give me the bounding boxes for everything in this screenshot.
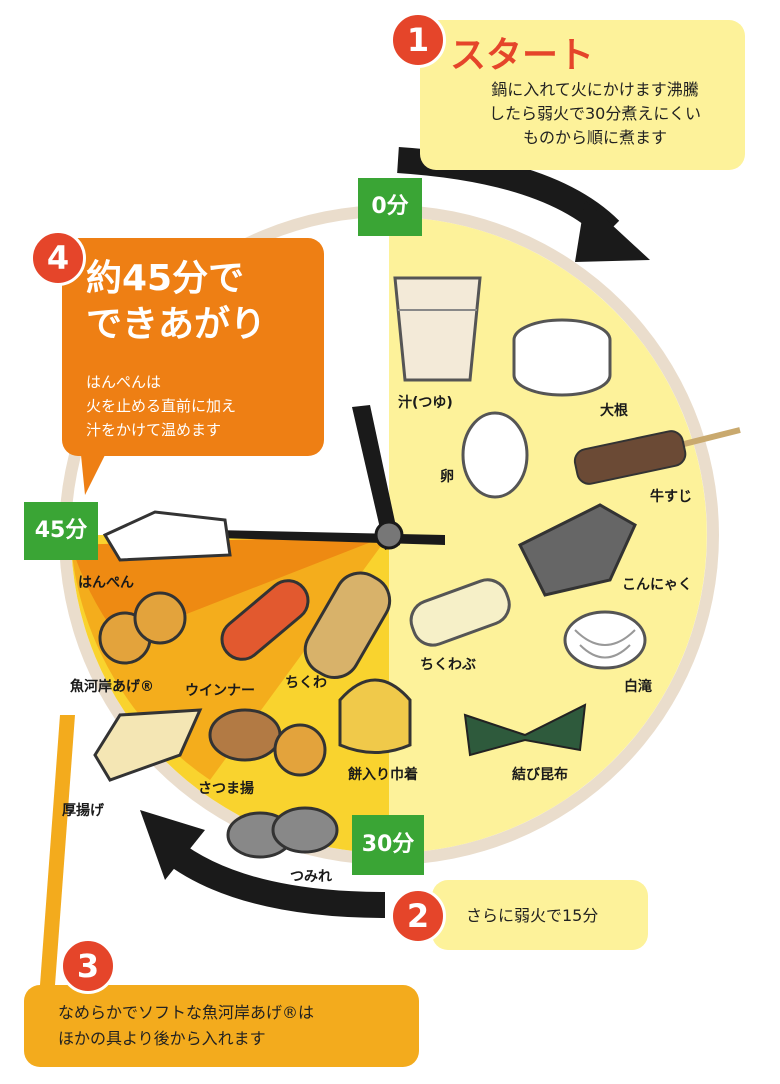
step4-card: 約45分で できあがり はんぺんは 火を止める直前に加え 汁をかけて温めます: [62, 238, 324, 456]
tsumire-icon: [226, 806, 339, 859]
label-musubikonbu: 結び昆布: [512, 767, 568, 783]
step4-description: はんぺんは 火を止める直前に加え 汁をかけて温めます: [86, 370, 236, 442]
step4-title-line: できあがり: [86, 304, 267, 345]
step4-number-badge: 4: [30, 230, 86, 286]
step1-line: 鍋に入れて火にかけます沸騰: [491, 80, 699, 99]
shiru-icon: [393, 276, 482, 382]
satsumaage-icon: [208, 708, 327, 777]
time-mark-30: 30分: [352, 815, 424, 875]
step3-line: ほかの具より後から入れます: [58, 1029, 266, 1048]
step4-pointer: [80, 445, 110, 495]
arrow-step2: [161, 839, 386, 918]
arrow-step2-head: [140, 810, 205, 880]
label-chikuwabu: ちくわぶ: [420, 657, 476, 673]
label-chikuwa: ちくわ: [285, 675, 327, 691]
step4-title: 約45分で できあがり: [86, 256, 266, 348]
musubikonbu-icon: [463, 703, 587, 757]
label-konnyaku: こんにゃく: [622, 577, 692, 593]
label-mochikinchaku: 餅入り巾着: [348, 767, 418, 783]
label-atsuage: 厚揚げ: [62, 803, 104, 819]
step3-description: なめらかでソフトな魚河岸あげ®は ほかの具より後から入れます: [58, 1000, 314, 1052]
step1-card: スタート 鍋に入れて火にかけます沸騰 したら弱火で30分煮えにくい ものから順に…: [420, 20, 745, 170]
step3-line: なめらかでソフトな魚河岸あげ®は: [58, 1003, 315, 1022]
atsuage-icon: [93, 708, 203, 782]
step1-line: ものから順に煮ます: [522, 128, 667, 147]
step1-title: スタート: [450, 35, 595, 76]
daikon-icon: [512, 318, 612, 397]
step2-number-badge: 2: [390, 888, 446, 944]
step4-title-line: 約45分で: [86, 258, 245, 299]
konnyaku-icon: [517, 503, 637, 597]
winner-icon: [220, 579, 310, 661]
step3-card: なめらかでソフトな魚河岸あげ®は ほかの具より後から入れます: [24, 985, 419, 1067]
label-tsumire: つみれ: [290, 869, 332, 885]
tamago-icon: [461, 411, 529, 499]
step1-number-badge: 1: [390, 12, 446, 68]
label-hanpen: はんぺん: [78, 575, 134, 591]
uogashiage-icon: [98, 591, 187, 665]
label-tamago: 卵: [440, 469, 454, 485]
arrow-start-head: [575, 200, 650, 262]
step1-description: 鍋に入れて火にかけます沸騰 したら弱火で30分煮えにくい ものから順に煮ます: [450, 78, 740, 150]
label-gyusuji: 牛すじ: [650, 489, 692, 505]
label-uogashiage: 魚河岸あげ®: [70, 679, 154, 695]
shirataki-icon: [563, 610, 647, 670]
step4-line: 汁をかけて温めます: [86, 421, 222, 439]
label-winner: ウインナー: [185, 683, 255, 699]
chikuwabu-icon: [409, 578, 511, 647]
step2-text: さらに弱火で15分: [466, 906, 599, 925]
step4-line: はんぺんは: [86, 373, 162, 391]
label-daikon: 大根: [600, 403, 628, 419]
label-shirataki: 白滝: [624, 679, 652, 695]
clock-hand-long: [352, 405, 400, 550]
label-shiru: 汁(つゆ): [398, 395, 453, 411]
step1-line: したら弱火で30分煮えにくい: [488, 104, 702, 123]
step3-number-badge: 3: [60, 938, 116, 994]
mochikinchaku-icon: [338, 678, 412, 754]
label-satsumaage: さつま揚: [198, 781, 254, 797]
gyusuji-icon: [573, 427, 741, 485]
time-mark-45: 45分: [24, 502, 98, 560]
time-mark-0: 0分: [358, 178, 422, 236]
clock-center-pin: [374, 520, 404, 550]
hanpen-icon: [102, 510, 232, 562]
chikuwa-icon: [303, 571, 392, 679]
step4-line: 火を止める直前に加え: [86, 397, 237, 415]
step2-card: さらに弱火で15分: [432, 880, 648, 950]
step3-pointer: [40, 715, 75, 985]
